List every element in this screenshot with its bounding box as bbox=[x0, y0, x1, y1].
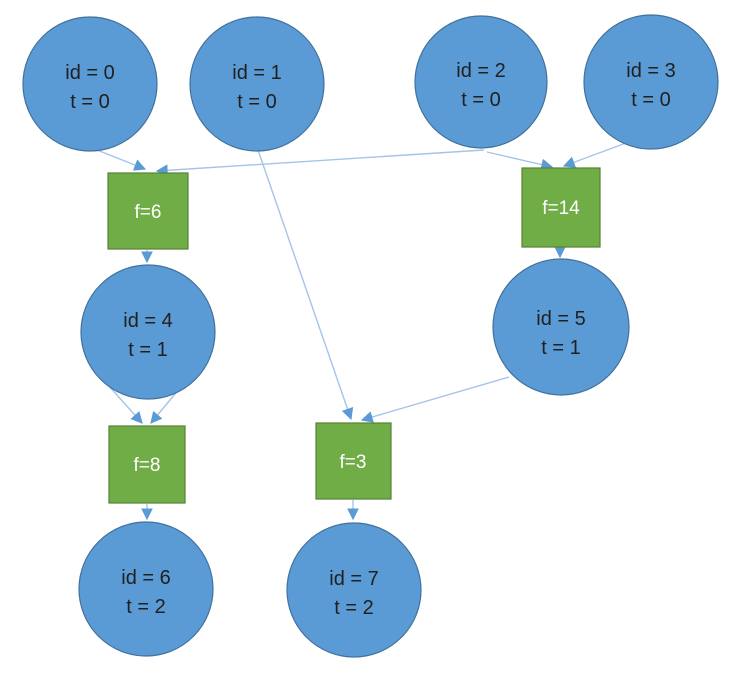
node-1: id = 1 t = 0 bbox=[189, 16, 325, 152]
node-7-id-label: id = 7 bbox=[329, 568, 378, 590]
node-2-id-label: id = 2 bbox=[456, 60, 505, 82]
edge-node0-to-f6 bbox=[96, 149, 147, 171]
node-5-id-label: id = 5 bbox=[536, 308, 585, 330]
node-7: id = 7 t = 2 bbox=[286, 522, 422, 658]
op-f8-label: f=8 bbox=[134, 455, 161, 476]
node-1-id-label: id = 1 bbox=[232, 62, 281, 84]
edge-node4-to-f8-left bbox=[107, 384, 143, 424]
node-7-t-label: t = 2 bbox=[334, 597, 373, 619]
node-0-id-label: id = 0 bbox=[65, 62, 114, 84]
op-f3-rect bbox=[315, 422, 392, 500]
node-3: id = 3 t = 0 bbox=[583, 14, 719, 150]
node-0-t-label: t = 0 bbox=[70, 91, 109, 113]
node-5: id = 5 t = 1 bbox=[492, 258, 630, 396]
op-f14-label: f=14 bbox=[542, 198, 580, 219]
node-1-t-label: t = 0 bbox=[237, 91, 276, 113]
op-f8-rect bbox=[108, 425, 186, 504]
node-2-t-label: t = 0 bbox=[461, 89, 500, 111]
node-0: id = 0 t = 0 bbox=[22, 16, 158, 152]
node-7-circle bbox=[286, 522, 422, 658]
node-6-circle bbox=[78, 521, 214, 657]
op-f3-label: f=3 bbox=[340, 452, 367, 473]
node-4-circle bbox=[80, 264, 216, 400]
node-0-circle bbox=[22, 16, 158, 152]
node-4-t-label: t = 1 bbox=[128, 339, 167, 361]
edge-node1-to-f3 bbox=[257, 149, 354, 421]
node-6-id-label: id = 6 bbox=[121, 567, 170, 589]
edge-node5-to-f3 bbox=[360, 376, 510, 423]
node-2: id = 2 t = 0 bbox=[414, 15, 548, 149]
op-f3: f=3 bbox=[315, 422, 392, 500]
node-3-circle bbox=[583, 14, 719, 150]
node-4: id = 4 t = 1 bbox=[80, 264, 216, 400]
node-5-circle bbox=[492, 258, 630, 396]
op-f14: f=14 bbox=[521, 167, 601, 248]
op-f8: f=8 bbox=[108, 425, 186, 504]
node-4-id-label: id = 4 bbox=[123, 310, 172, 332]
edge-node3-to-f14 bbox=[562, 142, 627, 168]
node-2-circle bbox=[414, 15, 548, 149]
node-3-id-label: id = 3 bbox=[626, 60, 675, 82]
op-f14-rect bbox=[521, 167, 601, 248]
edge-node2-to-f14 bbox=[486, 151, 554, 171]
op-f6-label: f=6 bbox=[135, 202, 162, 223]
edge-layer bbox=[96, 142, 627, 521]
node-6: id = 6 t = 2 bbox=[78, 521, 214, 657]
node-6-t-label: t = 2 bbox=[126, 596, 165, 618]
node-1-circle bbox=[189, 16, 325, 152]
node-5-t-label: t = 1 bbox=[541, 337, 580, 359]
edge-node2-to-f6 bbox=[155, 149, 485, 177]
node-3-t-label: t = 0 bbox=[631, 89, 670, 111]
op-f6-rect bbox=[107, 172, 189, 250]
op-f6: f=6 bbox=[107, 172, 189, 250]
